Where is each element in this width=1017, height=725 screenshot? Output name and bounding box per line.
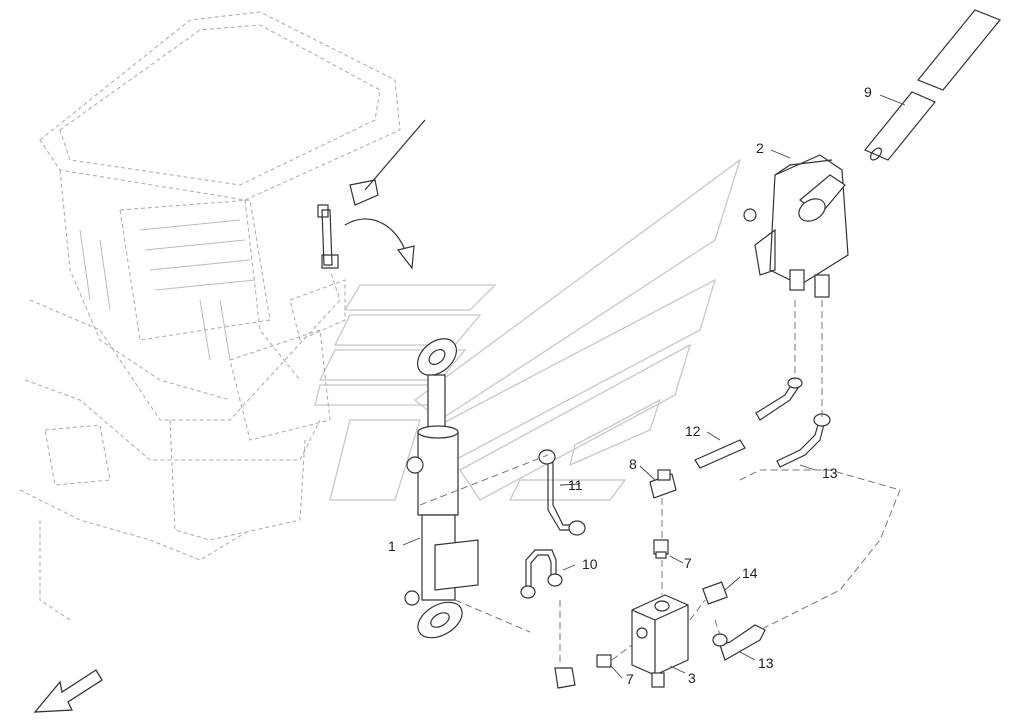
lever-tube	[864, 9, 1001, 161]
fitting-7-upper	[653, 539, 669, 559]
watermark-logo	[314, 158, 742, 501]
callout-11: 11	[568, 477, 583, 493]
callout-7-lower: 7	[626, 671, 634, 687]
pipe-10	[520, 549, 563, 599]
small-fitting-lower-left	[554, 667, 576, 689]
callout-13-upper: 13	[822, 465, 838, 481]
fitting-14	[702, 581, 728, 605]
tee-fitting-8	[649, 469, 677, 499]
hose-12	[694, 377, 803, 469]
callout-8: 8	[629, 456, 637, 472]
callout-1: 1	[388, 538, 396, 554]
callout-2: 2	[756, 140, 764, 156]
callout-14: 14	[742, 565, 758, 581]
fitting-7-lower	[596, 654, 612, 668]
callout-13-lower: 13	[758, 655, 774, 671]
callout-10: 10	[582, 556, 598, 572]
leader-lines	[402, 94, 906, 679]
callout-7-upper: 7	[684, 555, 692, 571]
hose-13-upper	[776, 413, 831, 468]
valve-block-3	[631, 594, 689, 688]
pipe-11	[538, 449, 586, 536]
callout-labels: 1 2 3 7 7 8 9 10 11 12 13 13 14	[388, 84, 872, 687]
hydraulic-cylinder	[404, 338, 479, 639]
callout-12: 12	[685, 423, 701, 439]
control-valve	[743, 154, 849, 298]
machine-context-outline	[19, 11, 426, 621]
direction-arrow	[33, 669, 103, 713]
hose-13-lower	[712, 624, 766, 661]
callout-3: 3	[688, 670, 696, 686]
callout-9: 9	[864, 84, 872, 100]
assembly-lines	[419, 300, 901, 665]
